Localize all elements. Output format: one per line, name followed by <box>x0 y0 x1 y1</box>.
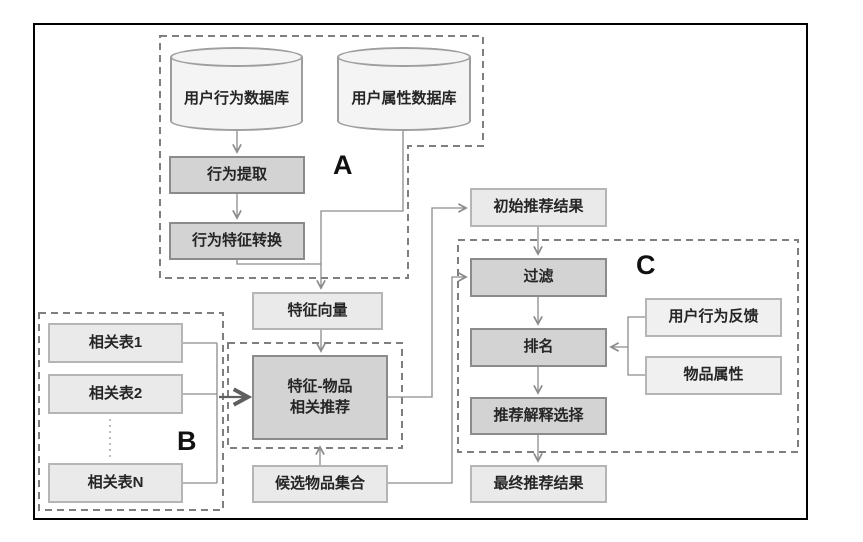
user-behavior-database-cylinder: 用户行为数据库 <box>170 47 303 131</box>
cylinder-top <box>337 47 471 67</box>
cylinder-top <box>170 47 303 67</box>
cylinder-body <box>170 57 303 131</box>
user-behavior-feedback-node: 用户行为反馈 <box>645 298 782 337</box>
feature-vector-node: 特征向量 <box>252 292 383 330</box>
feature-item-recommend-node: 特征-物品 相关推荐 <box>252 355 388 440</box>
user-behavior-database-label: 用户行为数据库 <box>183 89 289 107</box>
related-table-n-node: 相关表N <box>48 463 183 503</box>
edge-feature-item-rec-to-initial-result <box>388 203 468 398</box>
group-a-label: A <box>333 150 353 180</box>
initial-recommend-result-node: 初始推荐结果 <box>470 188 607 227</box>
edge-feedback-to-ranking <box>609 316 645 352</box>
edge-attribute-db-to-feature-vector <box>316 131 404 290</box>
ranking-node: 排名 <box>470 328 607 367</box>
final-recommend-result-node: 最终推荐结果 <box>470 465 607 503</box>
behavior-feature-convert-node: 行为特征转换 <box>169 222 305 260</box>
feature-item-rec-outline <box>227 342 403 449</box>
user-attribute-database-label: 用户属性数据库 <box>351 89 457 107</box>
group-c-outline <box>457 239 799 453</box>
group-b-label: B <box>177 426 197 456</box>
filter-node: 过滤 <box>470 258 607 297</box>
user-attribute-database-cylinder: 用户属性数据库 <box>337 47 471 131</box>
behavior-extract-node: 行为提取 <box>169 156 305 194</box>
related-table-2-node: 相关表2 <box>48 374 183 414</box>
cylinder-body <box>337 57 471 131</box>
item-attribute-node: 物品属性 <box>645 356 782 395</box>
edge-candidate-set-to-filter <box>388 272 468 484</box>
edge-item-attribute-to-ranking <box>627 347 645 376</box>
candidate-item-set-node: 候选物品集合 <box>252 465 388 503</box>
group-a-outline <box>159 35 484 279</box>
group-b-outline <box>38 312 224 511</box>
related-table-1-node: 相关表1 <box>48 323 183 363</box>
group-c-label: C <box>636 250 656 280</box>
edge-convert-to-junction <box>236 260 321 265</box>
recommend-explain-select-node: 推荐解释选择 <box>470 397 607 435</box>
figure-frame <box>33 23 808 520</box>
